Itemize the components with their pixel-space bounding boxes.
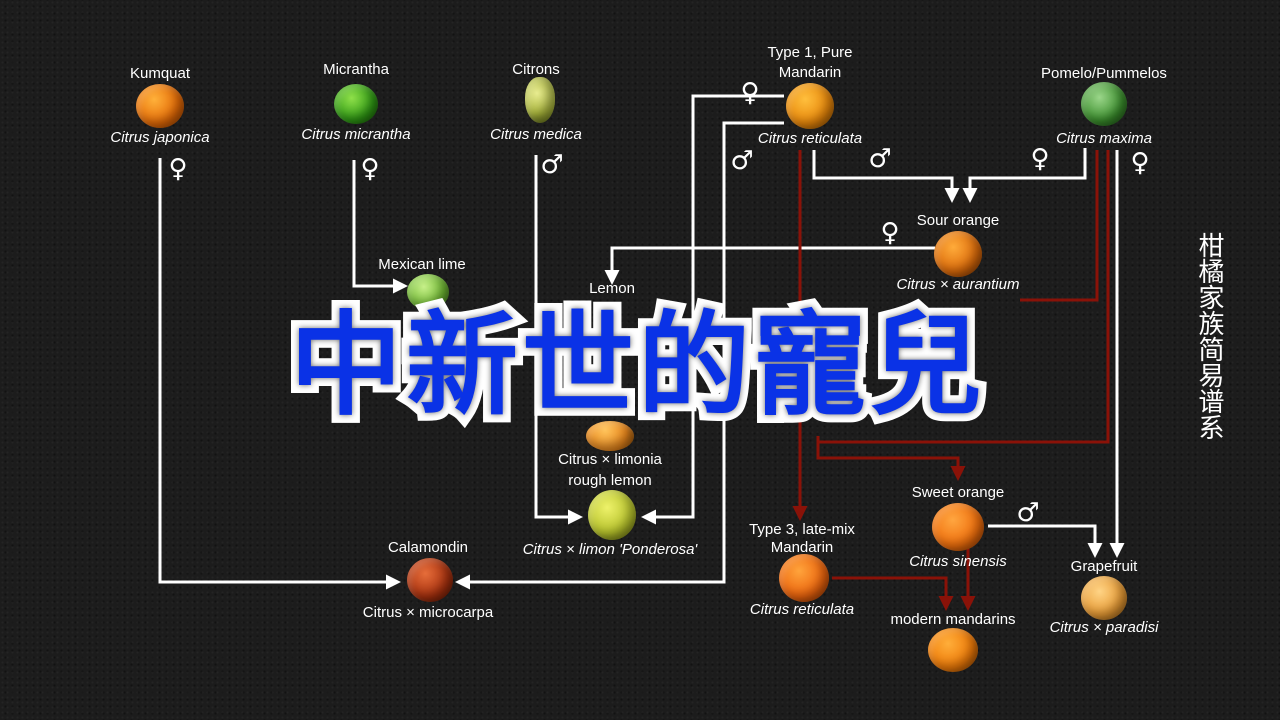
red-line-sweet — [816, 436, 966, 481]
rough-lemon-sci-label: Citrus × limonia — [558, 451, 662, 468]
line-mandarin-sour — [812, 150, 960, 203]
line-sweet-grapefruit — [988, 524, 1103, 558]
late-mandarin-sci-label: Citrus reticulata — [749, 601, 855, 618]
mandarin-fruit-image — [786, 83, 834, 129]
rough-lemon-fruit-image — [586, 421, 634, 451]
kumquat-fruit-image — [136, 84, 184, 128]
ponderosa-sci-label: Citrus × limon 'Ponderosa' — [522, 541, 698, 558]
micrantha-sci-label: Citrus micrantha — [301, 126, 411, 143]
pomelo-sci-label: Citrus maxima — [1056, 130, 1152, 147]
line-kumquat-calamondin — [158, 158, 401, 590]
red-line-pomelo-1 — [1020, 150, 1099, 302]
male-symbol: ♂ — [540, 150, 564, 180]
rough-lemon-label: rough lemon — [568, 472, 652, 489]
sour-orange-fruit-image — [934, 231, 982, 277]
late-mandarin-fruit-image — [779, 554, 829, 602]
female-symbol: ♀ — [168, 154, 188, 184]
mandarin-label-line1: Type 1, Pure — [767, 44, 853, 61]
mexican-lime-fruit-image — [407, 274, 449, 310]
citron-fruit-image — [525, 77, 555, 123]
sweet-orange-fruit-image — [932, 503, 984, 551]
micrantha-label: Micrantha — [323, 61, 389, 78]
calamondin-sci-label: Citrus × microcarpa — [362, 604, 494, 621]
female-symbol: ♀ — [1130, 148, 1150, 178]
late-mandarin-label-line1: Type 3, late-mix — [749, 521, 855, 538]
modern-mandarins-label: modern mandarins — [890, 611, 1016, 628]
ponderosa-fruit-image — [588, 490, 636, 540]
modern-mandarin-fruit-image — [928, 628, 978, 672]
line-sour-lemon — [604, 246, 935, 285]
line-pomelo-sour — [962, 148, 1087, 203]
sour-orange-sci-label: Citrus × aurantium — [896, 276, 1020, 293]
red-line-pomelo-2 — [818, 150, 1110, 444]
grapefruit-sci-label: Citrus × paradisi — [1049, 619, 1159, 636]
mexican-lime-label: Mexican lime — [378, 256, 466, 273]
lemon-label: Lemon — [589, 280, 635, 297]
line-mandarin-ponderosa — [641, 94, 784, 525]
vertical-title: 柑橘家族简易谱系 — [1194, 232, 1224, 440]
female-symbol: ♀ — [740, 78, 760, 108]
line-micrantha-lime — [352, 160, 408, 294]
grapefruit-fruit-image — [1081, 576, 1127, 620]
calamondin-fruit-image — [407, 558, 453, 602]
sweet-orange-sci-label: Citrus sinensis — [909, 553, 1007, 570]
red-line-late-modern — [832, 576, 954, 611]
mandarin-label-line2: Mandarin — [778, 64, 842, 81]
female-symbol: ♀ — [360, 154, 380, 184]
male-symbol: ♂ — [730, 146, 754, 176]
kumquat-label: Kumquat — [129, 65, 191, 82]
banner-title: 中新世的寵兒 — [282, 293, 990, 439]
citrons-sci-label: Citrus medica — [490, 126, 582, 143]
female-symbol: ♀ — [1030, 144, 1050, 174]
grapefruit-label: Grapefruit — [1070, 558, 1138, 575]
micrantha-fruit-image — [334, 84, 378, 124]
female-symbol: ♀ — [880, 218, 900, 248]
kumquat-sci-label: Citrus japonica — [110, 129, 210, 146]
line-mandarin-calamondin — [455, 121, 784, 590]
male-symbol: ♂ — [1016, 498, 1040, 528]
late-mandarin-label-line2: Mandarin — [770, 539, 834, 556]
pomelo-fruit-image — [1081, 82, 1127, 126]
citrons-label: Citrons — [512, 61, 560, 78]
line-citron-ponderosa — [534, 155, 583, 525]
sour-orange-label: Sour orange — [916, 212, 1000, 229]
sweet-orange-label: Sweet orange — [911, 484, 1005, 501]
pomelo-label: Pomelo/Pummelos — [1041, 65, 1167, 82]
male-symbol: ♂ — [868, 144, 892, 174]
mandarin-sci-label: Citrus reticulata — [757, 130, 863, 147]
calamondin-label: Calamondin — [387, 539, 469, 556]
